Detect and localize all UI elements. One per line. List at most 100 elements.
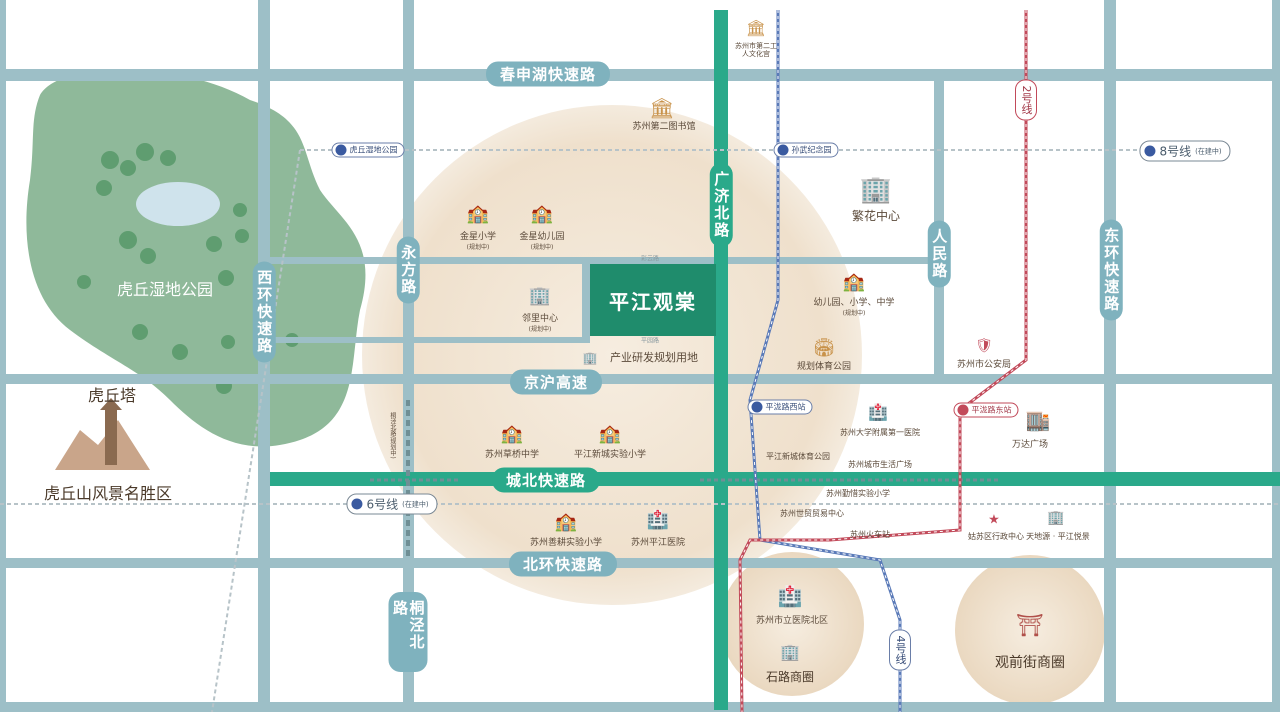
guangji-road [714, 10, 728, 710]
poi-label: 邻里中心 [521, 314, 559, 324]
guanqian-circle [955, 555, 1105, 705]
stadium-icon: 🏟 [812, 337, 836, 359]
poi-label: 幼儿园、小学、中学 [813, 298, 895, 308]
road-guangjibei: 广济北路 [709, 163, 733, 247]
road-chunshenhu: 春申湖快速路 [485, 61, 611, 87]
poi-neighborhood: 邻里中心 (规划中) [522, 314, 558, 335]
area-shilu: 石路商圈 [765, 670, 815, 684]
road-tongjingbei: 桐泾北路 [388, 592, 428, 672]
small-road-bottom: 平园路 [640, 337, 660, 345]
line8-label: 8号线 [1159, 144, 1192, 159]
building-icon: 🏢 [582, 351, 598, 365]
line8-note: (在建中) [1195, 147, 1222, 155]
poi-label: 金星小学 [459, 232, 497, 242]
school-icon: 🏫 [554, 511, 578, 533]
poi-shanggeng: 苏州善耕实验小学 [529, 538, 603, 548]
metro-line8-badge: 8号线(在建中) [1139, 140, 1231, 162]
station-label: 孙武纪念园 [791, 145, 832, 155]
poi-caoqiao: 苏州草桥中学 [484, 450, 540, 460]
poi-note: (规划中) [528, 326, 552, 334]
line6-note: (在建中) [402, 500, 429, 508]
poi-pingjiang-stadium: 平江新城体育公园 [766, 452, 830, 461]
culture-palace-icon: 🏛 [745, 18, 767, 38]
poi-wanda: 万达广场 [1011, 440, 1049, 450]
station-label: 虎丘湿地公园 [349, 145, 398, 155]
poi-hospital1: 苏州大学附属第一医院 [840, 428, 920, 437]
poi-world-trade: 苏州世贸贸易中心 [780, 509, 844, 518]
road-donghuan: 东环快速路 [1099, 219, 1123, 321]
poi-note: (规划中) [530, 244, 554, 252]
poi-pingjiang-shiyan: 平江新城实验小学 [573, 450, 647, 460]
poi-industrial: 产业研发规划用地 [610, 351, 698, 364]
metro-icon [1144, 145, 1156, 157]
metro-icon [351, 498, 363, 510]
hospital-icon: 🏥 [646, 509, 670, 531]
poi-sports-park: 规划体育公园 [796, 362, 852, 372]
hospital-icon: 🏥 [777, 584, 803, 608]
station-pingludong: 平泷路东站 [953, 402, 1019, 418]
station-label: 平泷路东站 [971, 405, 1012, 415]
school-icon: 🏫 [598, 423, 622, 445]
building-icon: 🏢 [1047, 510, 1065, 526]
police-icon: 🛡 [975, 338, 993, 354]
poi-gusu-gov: 姑苏区行政中心 [968, 532, 1024, 541]
building-icon: 🏢 [780, 642, 800, 662]
poi-fanhua: 繁花中心 [851, 209, 901, 223]
area-huqiu-scenic: 虎丘山风景名胜区 [43, 484, 173, 503]
station-huqiu-wetland: 虎丘湿地公园 [331, 142, 405, 158]
poi-tongjing-note: 桐泾北路(规划中) [388, 412, 396, 459]
school-icon: 🏫 [842, 271, 866, 293]
hospital-icon: 🏥 [868, 402, 888, 422]
road-beihuan: 北环快速路 [508, 551, 618, 577]
building-icon: 🏢 [528, 285, 552, 307]
poi-schools: 幼儿园、小学、中学 (规划中) [813, 298, 894, 319]
road-renmin: 人民路 [927, 220, 951, 288]
building-icon: 🏢 [859, 175, 893, 205]
poi-label: 金星幼儿园 [519, 232, 565, 242]
area-huqiu-tower: 虎丘塔 [87, 386, 137, 405]
road-yongfang: 永方路 [396, 236, 420, 304]
small-road-top: 彩云路 [640, 255, 660, 263]
metro-icon [777, 144, 789, 156]
mall-icon: 🏬 [1025, 408, 1051, 432]
poi-tiandi: 天地源 · 平江悦景 [1026, 532, 1090, 541]
poi-qinmian: 苏州勤惜实验小学 [826, 489, 890, 498]
station-label: 平泷路西站 [765, 402, 806, 412]
poi-pingjiang-hospital: 苏州平江医院 [630, 538, 686, 548]
metro-icon [957, 404, 969, 416]
metro-icon [751, 401, 763, 413]
station-sun-memorial: 孙武纪念园 [773, 142, 839, 158]
poi-library: 苏州第二图书馆 [632, 122, 696, 132]
poi-city-life: 苏州城市生活广场 [848, 460, 912, 469]
poi-note: (规划中) [842, 310, 866, 318]
library-icon: 🏛 [649, 96, 675, 120]
poi-note: (规划中) [466, 244, 490, 252]
road-xihuan: 西环快速路 [252, 261, 276, 363]
wetland-lake [136, 182, 220, 226]
school-icon: 🏫 [466, 203, 490, 225]
gate-icon: ⛩ [1016, 613, 1044, 639]
poi-municipal-hospital: 苏州市立医院北区 [755, 616, 829, 626]
poi-jinxing-kinder: 金星幼儿园 (规划中) [519, 232, 564, 253]
shilu-circle [720, 552, 864, 696]
poi-jinxing-primary: 金星小学 (规划中) [460, 232, 496, 253]
road-jinghu: 京沪高速 [509, 369, 603, 395]
metro-line6-badge: 6号线(在建中) [346, 493, 438, 515]
metro-line4-badge: 4号线 [889, 629, 911, 671]
project-block[interactable]: 平江观棠 [590, 264, 716, 336]
school-icon: 🏫 [530, 203, 554, 225]
line6-label: 6号线 [366, 497, 399, 512]
poi-workers-palace: 苏州市第二工人文化宫 [735, 42, 777, 59]
area-huqiu-wetland: 虎丘湿地公园 [116, 280, 214, 299]
school-icon: 🏫 [500, 423, 524, 445]
metro-line2-badge: 2号线 [1015, 79, 1037, 121]
poi-police: 苏州市公安局 [956, 360, 1012, 370]
road-chengbei: 城北快速路 [491, 467, 601, 493]
metro-icon [335, 144, 347, 156]
poi-train-station: 苏州火车站 [850, 530, 890, 539]
area-guanqian: 观前街商圈 [995, 655, 1065, 671]
station-pingluxi: 平泷路西站 [747, 399, 813, 415]
gov-icon: ★ [988, 512, 1000, 528]
